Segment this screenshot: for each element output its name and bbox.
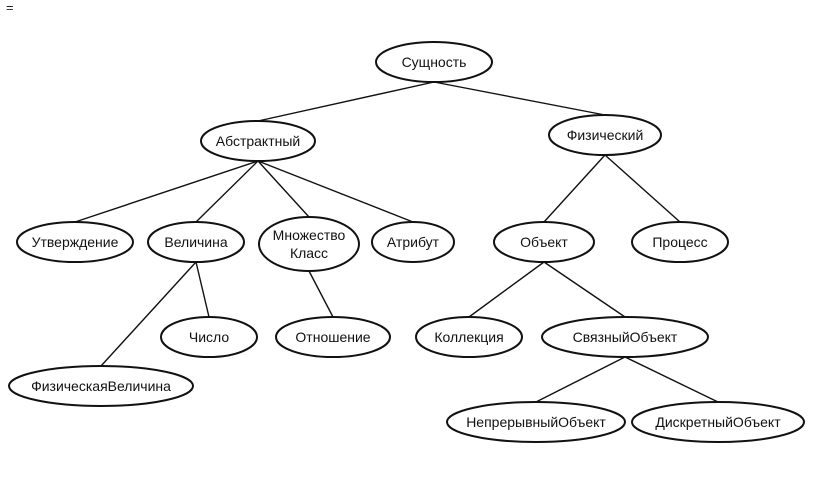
edge-abstraktny-velichina: [195, 160, 259, 223]
edge-fizicheskiy-protsess: [604, 154, 681, 223]
node-kollektsiya: Коллекция: [415, 316, 523, 358]
node-label-otnoshenie: Отношение: [295, 329, 370, 345]
node-label-diskretny-obekt: ДискретныйОбъект: [655, 414, 781, 430]
node-fizicheskaya-velichina: ФизическаяВеличина: [8, 365, 194, 407]
nodes-layer: Сущность Абстрактный Физический Утвержде…: [8, 41, 805, 443]
node-label-mnozhestvo: Множество: [273, 227, 346, 243]
node-svyazny-obekt: СвязныйОбъект: [541, 316, 709, 358]
node-label-atribut: Атрибут: [387, 234, 440, 250]
node-diskretny-obekt: ДискретныйОбъект: [631, 401, 805, 443]
edge-sushchnost-fizicheskiy: [433, 81, 606, 116]
edge-obekt-svyazny_obekt: [543, 261, 626, 318]
corner-mark: =: [6, 0, 14, 15]
node-label-protsess: Процесс: [652, 234, 707, 250]
node-nepreryvny-obekt: НепрерывныйОбъект: [446, 401, 626, 443]
edge-sushchnost-abstraktny: [257, 81, 435, 122]
node-label-utverzhdenie: Утверждение: [32, 234, 119, 250]
edges-layer: [74, 81, 719, 403]
node-atribut: Атрибут: [371, 221, 455, 263]
edge-svyazny_obekt-nepreryvny_obekt: [535, 356, 626, 403]
node-protsess: Процесс: [631, 221, 729, 263]
edge-obekt-kollektsiya: [468, 261, 545, 318]
edge-fizicheskiy-obekt: [543, 154, 606, 223]
node-label-sushchnost: Сущность: [402, 54, 467, 70]
node-label-klass: Класс: [290, 245, 328, 261]
node-utverzhdenie: Утверждение: [16, 221, 134, 263]
node-mnozhestvo-klass: Множество Класс: [258, 216, 360, 272]
edge-mnozhestvo_klass-otnoshenie: [308, 270, 334, 318]
node-label-chislo: Число: [189, 329, 229, 345]
edge-abstraktny-mnozhestvo_klass: [257, 160, 310, 218]
edge-velichina-fizicheskaya_velichina: [100, 261, 197, 367]
node-obekt: Объект: [493, 221, 595, 263]
node-abstraktny: Абстрактный: [200, 120, 316, 162]
edge-abstraktny-utverzhdenie: [74, 160, 259, 223]
node-otnoshenie: Отношение: [275, 316, 391, 358]
node-label-nepreryvny-obekt: НепрерывныйОбъект: [466, 414, 606, 430]
node-label-abstraktny: Абстрактный: [216, 133, 301, 149]
edge-abstraktny-atribut: [257, 160, 414, 223]
node-label-velichina: Величина: [164, 234, 227, 250]
node-label-fizicheskaya-velichina: ФизическаяВеличина: [31, 378, 171, 394]
node-chislo: Число: [160, 316, 258, 358]
node-sushchnost: Сущность: [375, 41, 493, 83]
node-label-fizicheskiy: Физический: [567, 127, 644, 143]
node-label-obekt: Объект: [520, 234, 568, 250]
edge-velichina-chislo: [195, 261, 210, 318]
node-fizicheskiy: Физический: [548, 114, 662, 156]
edge-svyazny_obekt-diskretny_obekt: [624, 356, 719, 403]
node-label-svyazny-obekt: СвязныйОбъект: [573, 329, 678, 345]
node-label-kollektsiya: Коллекция: [434, 329, 503, 345]
node-velichina: Величина: [147, 221, 245, 263]
